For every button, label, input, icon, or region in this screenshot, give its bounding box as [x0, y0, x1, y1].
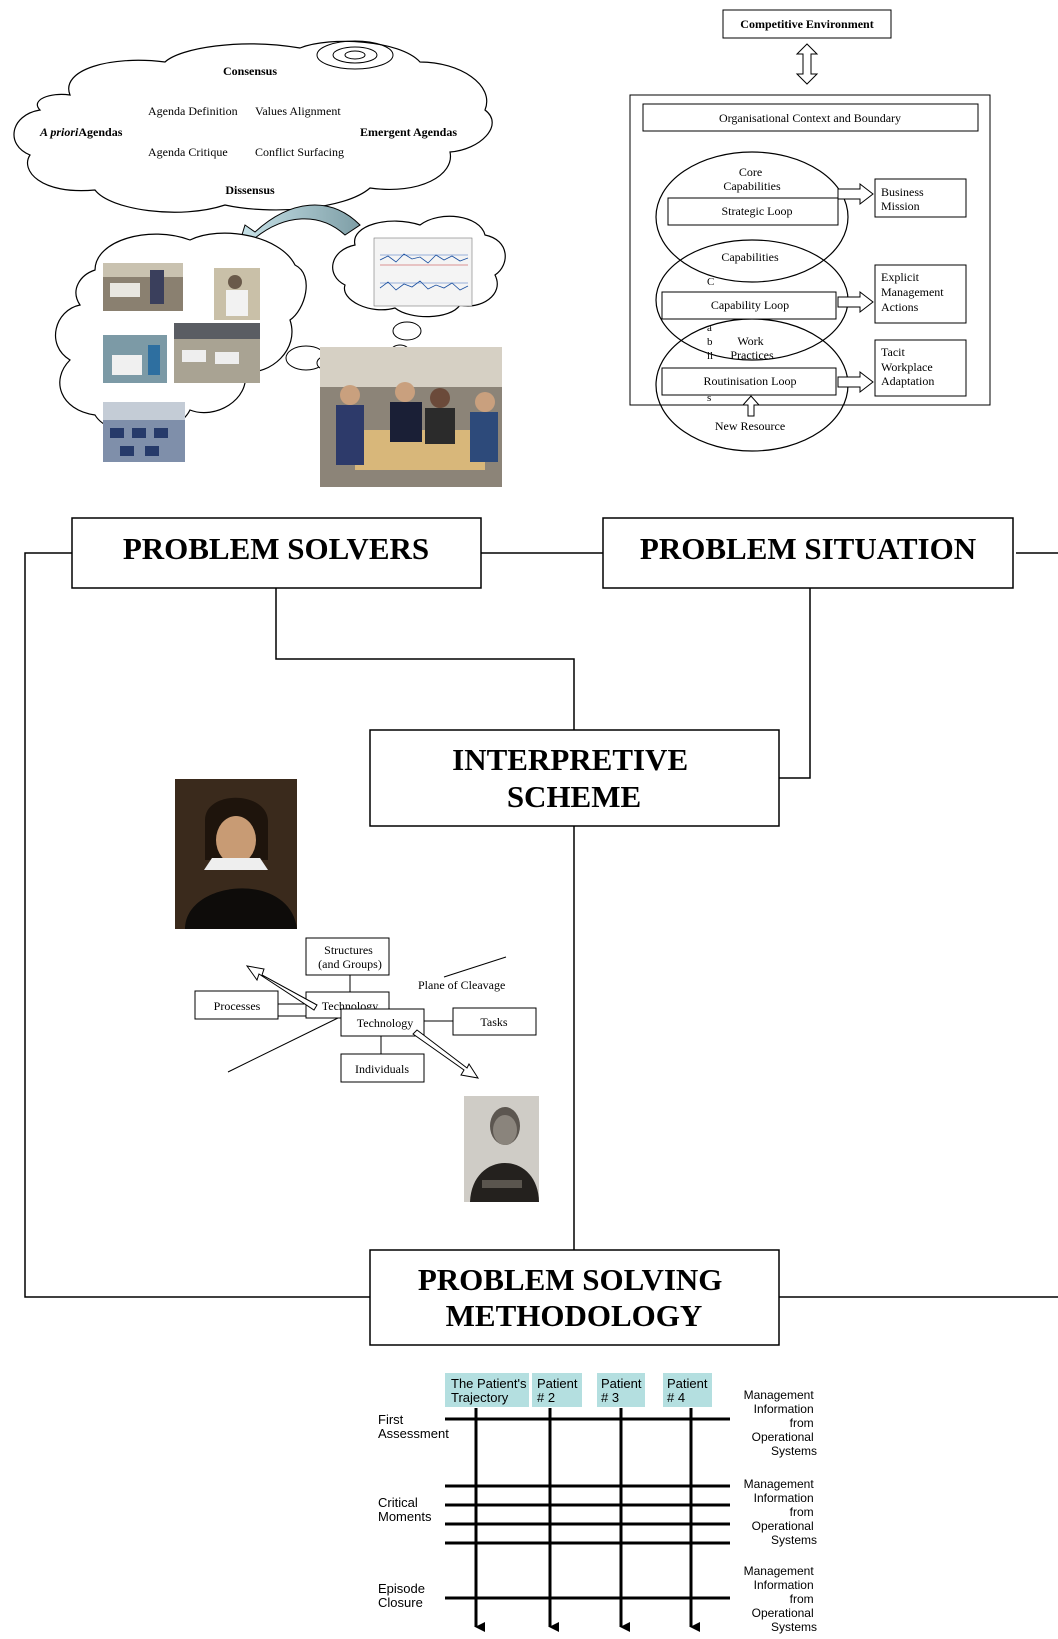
management-information-label: Management Information from Operational … [744, 1388, 817, 1458]
connector-lines [24, 552, 1058, 1298]
conflict-surfacing-label: Conflict Surfacing [255, 145, 344, 159]
individuals-label: Individuals [355, 1062, 409, 1076]
agenda-cloud [13, 40, 493, 213]
processes-box [194, 990, 279, 1020]
new-resource-label: New Resource [715, 419, 785, 433]
patient-header-cell [663, 1373, 712, 1407]
hospital-ward-photo-2 [174, 323, 260, 383]
emergent-agendas-label: Emergent Agendas [360, 125, 457, 139]
competitive-environment-label: Competitive Environment [740, 17, 873, 31]
capabilities-label: Capabilities [721, 250, 779, 264]
routinisation-loop-box [661, 367, 837, 396]
agenda-critique-label: Agenda Critique [148, 145, 228, 159]
a-priori-agendas-label: A prioriAgendas [39, 125, 123, 139]
core-capabilities-label: Core Capabilities [723, 165, 781, 193]
stray-letter: s [707, 392, 711, 404]
problem-solving-methodology-label: PROBLEM SOLVING METHODOLOGY [418, 1262, 730, 1333]
trajectory-grid-lines [445, 1417, 730, 1600]
patient-3-label: Patient # 3 [601, 1376, 645, 1405]
patient-trajectory-label: The Patient's Trajectory [451, 1376, 530, 1405]
philosopher-portrait-photo [175, 779, 297, 929]
thought-bubble [392, 321, 422, 341]
work-practices-label: Work Practices [730, 334, 774, 362]
routinisation-loop-label: Routinisation Loop [704, 374, 797, 388]
patient-header-cell [445, 1373, 529, 1407]
double-arrow-icon [795, 43, 819, 85]
tacit-workplace-adaptation-label: Tacit Workplace Adaptation [881, 345, 936, 388]
patient-4-label: Patient # 4 [667, 1376, 711, 1405]
patient-header-cell [532, 1373, 582, 1407]
problem-situation-box [602, 517, 1014, 589]
right-block-arrow-icon [837, 182, 874, 206]
stray-letter: b [707, 336, 713, 348]
diagonal-arrow-down-right-icon [412, 1029, 480, 1079]
researcher-portrait-photo [464, 1096, 539, 1202]
diagonal-arrow-up-left-icon [245, 965, 318, 1011]
problem-solving-methodology-box [369, 1249, 780, 1346]
technology-box [340, 1008, 425, 1037]
capability-loop-box [661, 291, 837, 320]
technology-label: Technology [357, 1016, 413, 1030]
interpretive-scheme-box [369, 729, 780, 827]
processes-label: Processes [214, 999, 261, 1013]
consensus-label: Consensus [223, 64, 277, 78]
nurse-patient-photo [103, 335, 167, 383]
business-mission-box [874, 178, 967, 218]
doctor-patient-photo [214, 268, 260, 320]
values-alignment-label: Values Alignment [255, 104, 341, 118]
explicit-management-actions-label: Explicit Management Actions [881, 270, 947, 314]
first-assessment-label: First Assessment [378, 1412, 449, 1441]
agenda-definition-label: Agenda Definition [148, 104, 238, 118]
stray-letter: il [707, 350, 713, 362]
structures-label: Structures (and Groups) [318, 943, 382, 971]
critical-moments-label: Critical Moments [378, 1495, 432, 1524]
up-arrow-icon [741, 395, 761, 417]
management-information-label: Management Information from Operational … [744, 1564, 817, 1634]
problem-solvers-label: PROBLEM SOLVERS [123, 531, 429, 566]
problem-situation-label: PROBLEM SITUATION [640, 531, 976, 566]
stray-letter: a [707, 322, 712, 334]
core-capabilities-ellipse [655, 151, 849, 283]
right-block-arrow-icon [837, 290, 874, 314]
organisational-context-box [642, 103, 979, 132]
hospital-ward-photo-1 [103, 263, 183, 311]
strategic-loop-label: Strategic Loop [722, 204, 793, 218]
patient-timeline-arrows [474, 1408, 700, 1632]
problem-solvers-box [71, 517, 482, 589]
interpretive-scheme-label: INTERPRETIVE SCHEME [452, 742, 696, 814]
episode-closure-label: Episode Closure [378, 1581, 429, 1610]
organisational-context-label: Organisational Context and Boundary [719, 111, 901, 125]
strategic-loop-box [667, 197, 839, 226]
competitive-environment-box [722, 9, 892, 39]
tasks-label: Tasks [480, 1015, 507, 1029]
dissensus-label: Dissensus [225, 183, 275, 197]
tacit-workplace-adaptation-box [874, 339, 967, 397]
computer-room-photo [103, 402, 185, 462]
structures-box [305, 937, 390, 976]
patient-2-label: Patient # 2 [537, 1376, 581, 1405]
plane-of-cleavage-label: Plane of Cleavage [418, 978, 505, 992]
team-meeting-photo [320, 347, 502, 487]
individuals-box [340, 1053, 425, 1083]
stray-letter: C [707, 276, 714, 288]
business-mission-label: Business Mission [881, 185, 927, 213]
management-information-label: Management Information from Operational … [744, 1477, 817, 1547]
patient-header [445, 1373, 712, 1407]
patient-header-cell [597, 1373, 645, 1407]
right-block-arrow-icon [837, 370, 874, 394]
capability-loop-label: Capability Loop [711, 298, 789, 312]
explicit-management-actions-box [874, 264, 967, 324]
tasks-box [452, 1007, 537, 1036]
control-chart-thumbnail [373, 237, 473, 307]
